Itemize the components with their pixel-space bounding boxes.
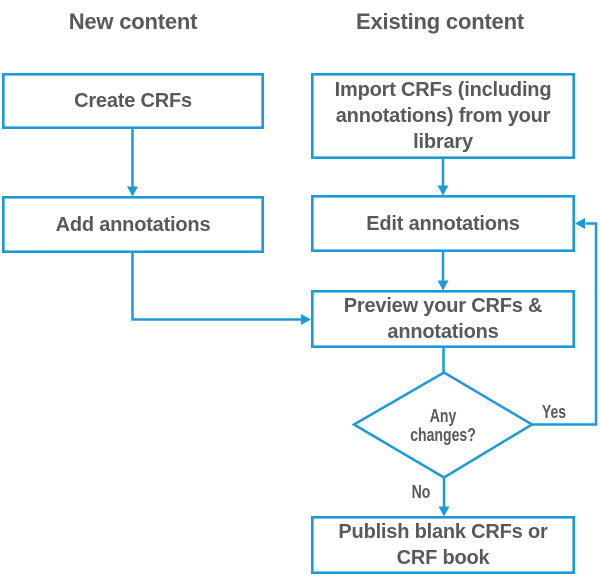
node-publish: Publish blank CRFs or CRF book (338, 521, 548, 569)
arrowhead-edit-to-preview (437, 280, 449, 291)
node-preview-crfs: Preview your CRFs & annotations (343, 295, 543, 343)
node-edit-annotations-box (310, 195, 575, 253)
column-header-existing-content: Existing content (356, 9, 524, 34)
arrowhead-create-to-add (127, 186, 138, 197)
arrow-yes-feedback (531, 222, 598, 426)
arrowhead-yes-feedback (575, 218, 585, 229)
edge-label-no: No (411, 482, 431, 502)
node-preview-crfs-box (310, 289, 575, 348)
diamond-decision-shape (351, 371, 535, 479)
node-create-crfs-box (1, 73, 264, 130)
node-any-changes-label: Any changes? (410, 406, 476, 445)
node-import-crfs-box (310, 73, 575, 160)
arrow-add-to-preview (131, 252, 302, 321)
node-add-annotations-box (1, 196, 264, 254)
node-create-crfs: Create CRFs (74, 90, 192, 112)
node-import-crfs: Import CRFs (including annotations) from… (334, 79, 552, 153)
arrowhead-decision-to-publish (438, 506, 450, 517)
node-add-annotations: Add annotations (55, 213, 211, 236)
node-edit-annotations: Edit annotations (366, 212, 520, 235)
column-header-new-content: New content (68, 9, 198, 34)
arrowhead-add-to-preview (301, 314, 311, 325)
node-publish-box (310, 515, 575, 574)
edge-label-yes: Yes (541, 402, 567, 422)
arrowhead-import-to-edit (437, 185, 449, 196)
